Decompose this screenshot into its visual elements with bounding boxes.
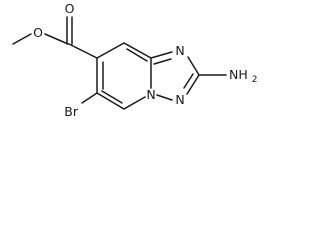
bond-n3-c2 — [187, 56, 200, 76]
atom-label-n1: N — [146, 87, 155, 102]
bond-carbonyl-ring — [68, 43, 98, 59]
bond-c6-br — [81, 92, 98, 104]
atom-label-n3: N — [175, 43, 184, 58]
bond-methyl-o — [12, 33, 32, 45]
atom-label-amino: NH 2 — [229, 67, 257, 85]
atom-label-carbonyl-o: O — [65, 1, 75, 16]
atom-label-bromine: Br — [64, 104, 79, 119]
bond-layer — [12, 16, 227, 110]
atom-label-layer: O O N N N NH 2 Br — [33, 1, 257, 119]
bond-c8-c8a-inner — [126, 48, 148, 62]
bond-c8-c8a — [123, 42, 152, 59]
bond-n1-c5 — [123, 96, 146, 110]
bond-o-carbonyl — [44, 33, 69, 45]
bond-c8a-n3-inner — [153, 58, 172, 65]
bond-n2-n1 — [156, 94, 173, 101]
atom-label-n2: N — [175, 92, 184, 107]
bond-c2-n2-inner — [183, 73, 194, 89]
bond-c8a-n3 — [150, 51, 173, 59]
atom-label-amino-subscript: 2 — [252, 75, 258, 85]
atom-label-ester-o: O — [33, 25, 43, 40]
bond-c2-n2 — [186, 74, 200, 95]
bond-c5-c6-inner — [101, 90, 123, 104]
molecule-structure: O O N N N NH 2 Br — [12, 1, 257, 119]
bond-c5-c6 — [96, 92, 125, 110]
atom-label-amino-main: NH — [229, 67, 248, 82]
bond-c7-c8 — [96, 42, 125, 59]
